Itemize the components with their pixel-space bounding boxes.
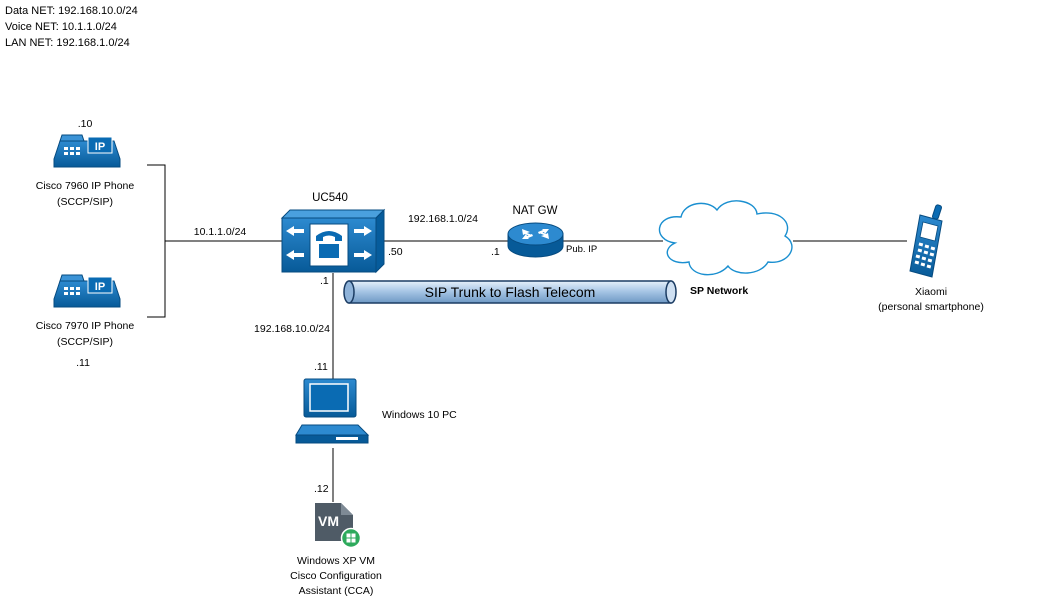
legend-voice-net: Voice NET: 10.1.1.0/24 <box>5 21 117 33</box>
phone2-name: Cisco 7970 IP Phone <box>35 320 135 332</box>
link-phone1-bracket <box>147 164 166 318</box>
phone2-ip: .11 <box>76 357 90 369</box>
sp-network-label: SP Network <box>690 285 749 297</box>
ip-phone-icon-2: IP <box>53 274 121 308</box>
vm-ip: .12 <box>314 483 329 495</box>
pc-ip: .11 <box>314 361 328 373</box>
uc540-data-ip: .1 <box>320 275 329 287</box>
pc-name: Windows 10 PC <box>382 409 457 421</box>
phone2-protocol: (SCCP/SIP) <box>56 336 114 348</box>
sip-trunk-label: SIP Trunk to Flash Telecom <box>424 284 596 300</box>
vm-app-line1: Cisco Configuration <box>290 570 382 582</box>
phone1-ip: .10 <box>77 118 93 130</box>
uc540-name: UC540 <box>312 192 348 204</box>
router-icon <box>507 222 564 258</box>
network-legend: Data NET: 192.168.10.0/24 Voice NET: 10.… <box>5 3 138 51</box>
legend-data-net: Data NET: 192.168.10.0/24 <box>5 5 138 17</box>
phone1-protocol: (SCCP/SIP) <box>56 196 114 208</box>
phone1-name: Cisco 7960 IP Phone <box>35 180 135 192</box>
lan-subnet-label: 192.168.1.0/24 <box>407 213 479 225</box>
vm-app-line2: Assistant (CCA) <box>298 585 374 597</box>
vm-icon <box>315 503 362 549</box>
pc-icon <box>295 378 370 444</box>
vm-badge-text: VM <box>318 513 339 529</box>
vm-name: Windows XP VM <box>297 555 375 567</box>
data-subnet-label: 192.168.10.0/24 <box>254 323 330 335</box>
mobile-phone-icon <box>909 204 943 278</box>
sp-cloud-icon <box>658 200 793 276</box>
legend-lan-net: LAN NET: 192.168.1.0/24 <box>5 37 130 49</box>
voice-subnet-label: 10.1.1.0/24 <box>193 226 247 238</box>
natgw-lan-ip: .1 <box>491 246 500 258</box>
links <box>147 164 907 502</box>
ip-phone-icon: IP <box>53 134 121 168</box>
mobile-name: Xiaomi <box>914 286 948 298</box>
natgw-name: NAT GW <box>512 205 558 217</box>
sip-trunk-pipe <box>343 280 677 304</box>
natgw-public-ip-label: Pub. IP <box>566 244 598 255</box>
svg-text:IP: IP <box>95 281 105 293</box>
mobile-description: (personal smartphone) <box>878 301 984 313</box>
uc540-lan-ip: .50 <box>388 246 403 258</box>
svg-text:IP: IP <box>95 141 105 153</box>
uc540-icon <box>280 208 386 274</box>
